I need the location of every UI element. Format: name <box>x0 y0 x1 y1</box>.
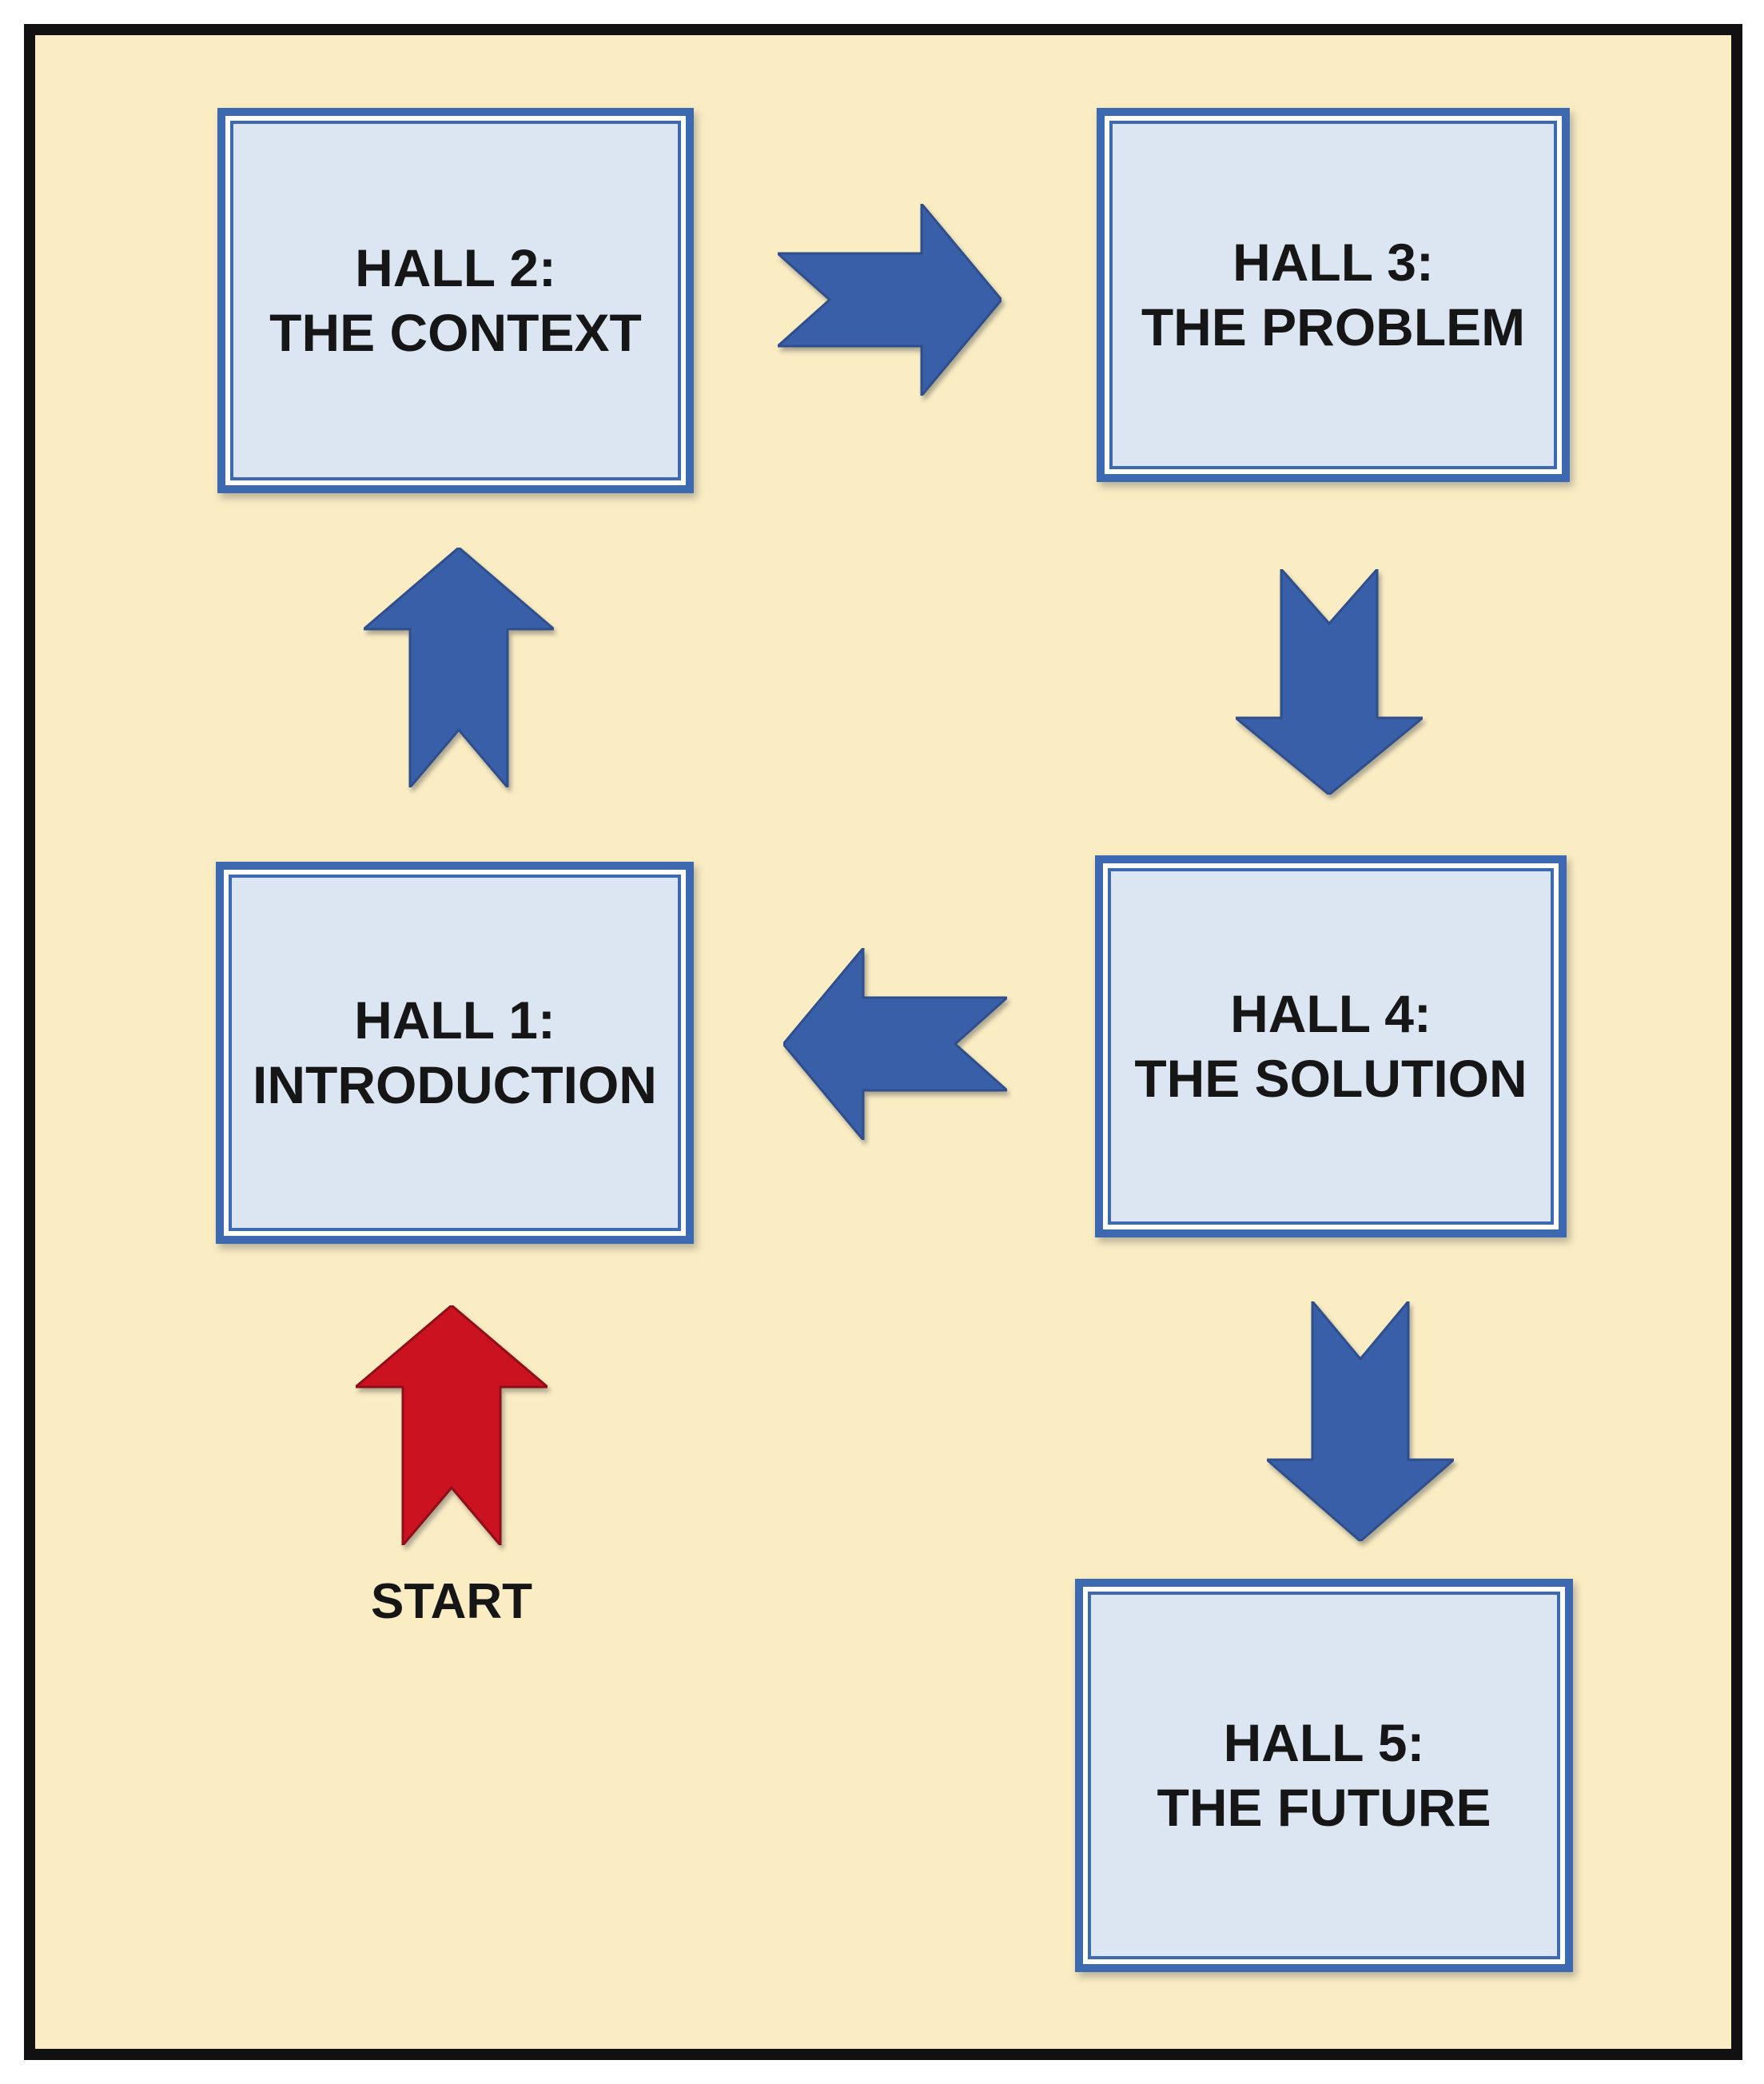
hall-4-label-line2: THE SOLUTION <box>1134 1049 1527 1108</box>
left-arrow-hall4-to-hall1 <box>783 948 1007 1140</box>
hall-1-box-inner: HALL 1: INTRODUCTION <box>229 875 681 1231</box>
down-arrow-shape <box>1236 569 1423 795</box>
hall-4-label-line1: HALL 4: <box>1230 984 1432 1044</box>
hall-5-label-line2: THE FUTURE <box>1157 1778 1491 1837</box>
left-arrow-shape <box>783 948 1007 1140</box>
hall-1-label-line2: INTRODUCTION <box>253 1055 657 1114</box>
hall-4-box: HALL 4: THE SOLUTION <box>1095 855 1567 1237</box>
start-label: START <box>370 1574 533 1629</box>
hall-5-label-line1: HALL 5: <box>1223 1713 1425 1773</box>
hall-2-box-inner: HALL 2: THE CONTEXT <box>230 121 681 480</box>
hall-4-box-inner: HALL 4: THE SOLUTION <box>1108 868 1554 1225</box>
red-start-arrow-shape <box>356 1305 548 1545</box>
up-arrow-hall1-to-hall2 <box>364 548 554 787</box>
down-arrow-hall3-to-hall4 <box>1236 569 1423 795</box>
hall-2-label-line2: THE CONTEXT <box>269 303 642 362</box>
hall-2-label-line1: HALL 2: <box>355 238 556 298</box>
red-start-arrow <box>356 1305 548 1545</box>
hall-3-box: HALL 3: THE PROBLEM <box>1097 108 1570 482</box>
hall-1-label-line1: HALL 1: <box>354 990 555 1050</box>
right-arrow-shape <box>778 204 1001 396</box>
hall-5-box: HALL 5: THE FUTURE <box>1075 1579 1573 1972</box>
down-arrow-shape <box>1267 1301 1454 1541</box>
hall-2-box: HALL 2: THE CONTEXT <box>217 108 694 493</box>
hall-3-box-inner: HALL 3: THE PROBLEM <box>1109 121 1557 469</box>
hall-2-label: HALL 2: THE CONTEXT <box>269 236 642 365</box>
hall-4-label: HALL 4: THE SOLUTION <box>1134 982 1527 1110</box>
hall-3-label-line1: HALL 3: <box>1232 233 1434 293</box>
hall-1-label: HALL 1: INTRODUCTION <box>253 988 657 1117</box>
hall-3-label: HALL 3: THE PROBLEM <box>1141 230 1525 359</box>
hall-1-box: HALL 1: INTRODUCTION <box>216 862 694 1244</box>
up-arrow-shape <box>364 548 554 787</box>
hall-5-label: HALL 5: THE FUTURE <box>1157 1711 1491 1839</box>
right-arrow-hall2-to-hall3 <box>778 204 1001 396</box>
hall-3-label-line2: THE PROBLEM <box>1141 297 1526 357</box>
hall-5-box-inner: HALL 5: THE FUTURE <box>1088 1592 1560 1959</box>
down-arrow-hall4-to-hall5 <box>1267 1301 1454 1541</box>
